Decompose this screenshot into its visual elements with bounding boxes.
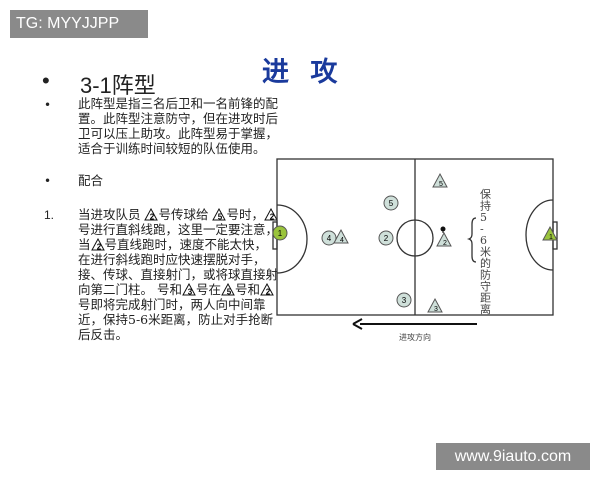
defender-number: 1 <box>549 234 553 241</box>
item-number: 1. <box>44 208 55 222</box>
attacker-4 <box>321 230 337 246</box>
svg-text:2: 2 <box>150 213 155 222</box>
attacker-2 <box>378 230 394 246</box>
svg-text:5: 5 <box>227 288 232 297</box>
item-text-segment: 号在 <box>195 282 221 297</box>
defender-triangle-icon: 2 <box>144 208 159 222</box>
defender-triangle-icon: 2 <box>260 283 274 296</box>
item-text-segment: 号和 <box>235 282 261 297</box>
sub-bullet: 配合 <box>78 173 104 188</box>
attacker-number: 1 <box>278 229 283 238</box>
watermark-bottom: www.9iauto.com <box>436 443 590 470</box>
item-text-segment: 号进行直斜线跑，这里一定要注意，当 <box>78 222 279 252</box>
defender-2 <box>436 231 452 247</box>
item-text-segment: 当进攻队员 <box>78 207 145 222</box>
defender-number: 2 <box>443 240 447 247</box>
svg-text:3: 3 <box>188 288 193 297</box>
defender-triangle-icon: 5 <box>221 283 235 296</box>
svg-text:5: 5 <box>218 213 223 222</box>
description: 此阵型是指三名后卫和一名前锋的配置。此阵型注意防守，但在进攻时后卫可以压上助攻。… <box>78 96 279 156</box>
defender-1 <box>542 225 558 241</box>
svg-text:2: 2 <box>266 288 271 297</box>
defender-triangle-icon: 3 <box>182 283 196 296</box>
attacker-number: 3 <box>402 296 407 305</box>
page-title: 进 攻 <box>262 57 344 88</box>
bullet-dot: • <box>44 174 52 188</box>
defender-triangle-icon: 2 <box>264 208 278 221</box>
left-goal-area <box>276 204 308 274</box>
direction-label: 进攻方向 <box>399 332 431 342</box>
attacker-1 <box>272 225 288 241</box>
item-text-segment: 号传球给 <box>158 207 213 222</box>
defender-number: 3 <box>434 306 438 313</box>
item-text-segment: 号即将完成射门时，两人向中间靠近，保持5-6米距离，防止对手抢断后反击。 <box>78 297 274 342</box>
attacker-number: 2 <box>384 234 389 243</box>
attacker-number: 5 <box>389 199 394 208</box>
attacker-5 <box>383 195 399 211</box>
bullet-dot: • <box>44 98 52 112</box>
defender-triangle-icon: 2 <box>90 238 105 252</box>
item-text-segment: 号时， <box>226 207 264 222</box>
defender-triangle-icon: 5 <box>212 208 227 222</box>
distance-bracket <box>466 217 477 263</box>
right-goal-area <box>525 199 554 271</box>
attacker-3 <box>396 292 412 308</box>
item-text-segment: 号直线跑时，速度不能太快，在进行斜线跑时应快速摆脱对手，接、传球、直接射门，或将… <box>78 237 279 297</box>
defender-5 <box>432 172 448 188</box>
svg-text:2: 2 <box>270 213 275 222</box>
watermark-top: TG: MYYJJPP <box>10 10 148 38</box>
attacker-number: 4 <box>327 234 332 243</box>
center-circle <box>396 219 434 257</box>
defender-number: 5 <box>439 181 443 188</box>
defender-3 <box>427 297 443 313</box>
svg-text:2: 2 <box>96 243 101 252</box>
defender-4 <box>333 228 349 244</box>
defender-number: 4 <box>340 237 344 244</box>
